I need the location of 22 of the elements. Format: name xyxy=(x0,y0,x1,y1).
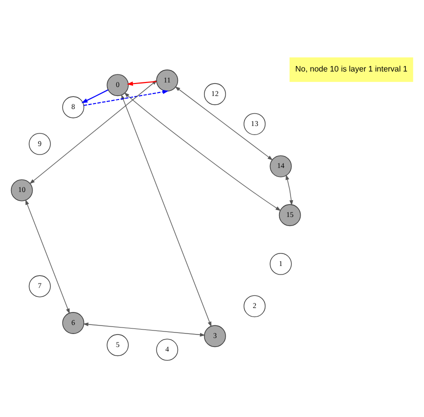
node-circle: 10 xyxy=(10,178,33,201)
node-circle: 8 xyxy=(62,96,84,118)
arrow xyxy=(124,92,281,210)
arrow xyxy=(286,174,294,206)
node-circle: 1 xyxy=(270,252,292,274)
arrow xyxy=(174,86,273,160)
node-circle: 2 xyxy=(244,294,266,317)
node-circle: 15 xyxy=(278,204,301,226)
node-circle: 13 xyxy=(244,112,266,134)
node-circle: 4 xyxy=(156,338,178,360)
node-circle: 5 xyxy=(106,334,129,356)
arrow xyxy=(83,89,169,106)
arrow xyxy=(81,88,108,103)
node-circle: 9 xyxy=(28,132,51,154)
arrow xyxy=(83,322,206,336)
arrow xyxy=(25,198,70,314)
node-circle: 14 xyxy=(270,154,292,177)
node-circle: 6 xyxy=(62,312,84,334)
node-circle: 3 xyxy=(204,324,226,347)
node-circle: 12 xyxy=(204,82,226,105)
node-circle: 11 xyxy=(156,69,178,91)
node-circle: 7 xyxy=(28,274,51,297)
